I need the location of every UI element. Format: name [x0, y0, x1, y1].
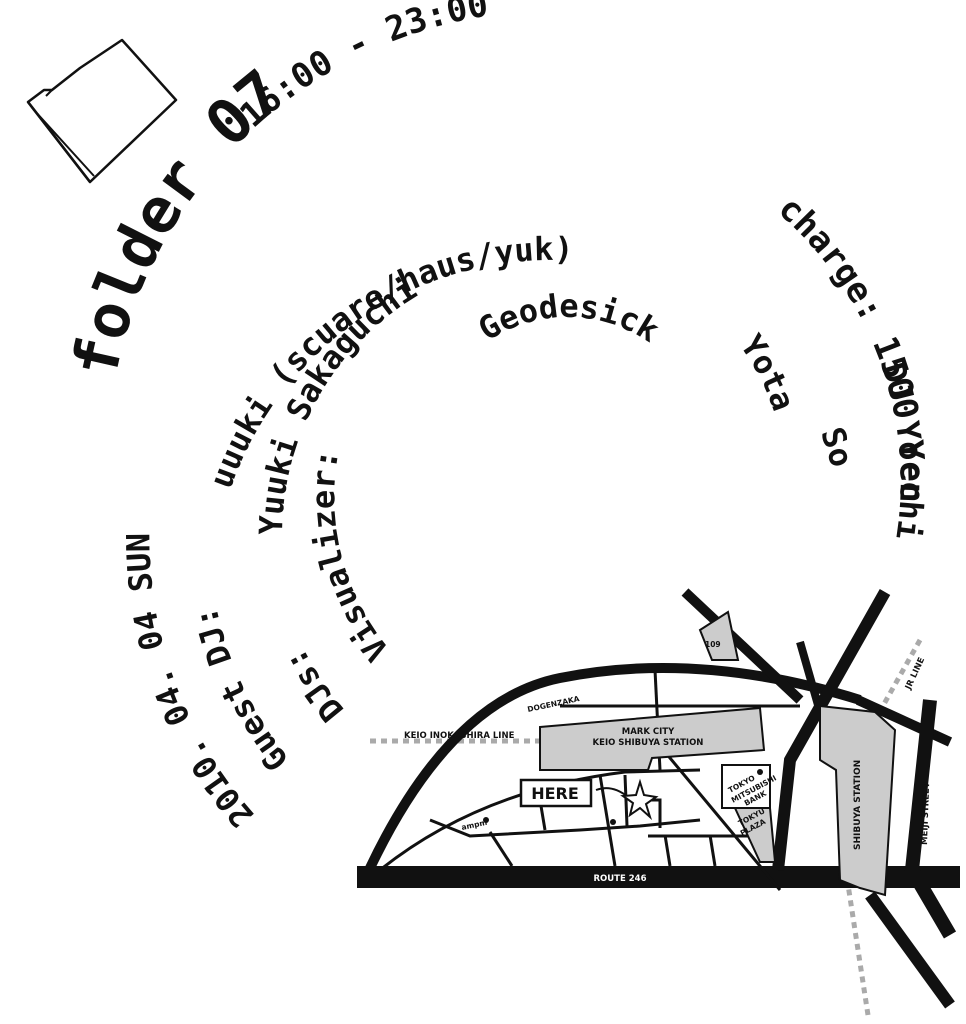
ampm-label: ampm [461, 818, 489, 832]
meiji-street-label: MEIJI STREET [920, 782, 932, 845]
djs-name-2: DJ Yocchi [874, 358, 931, 542]
building-109 [698, 610, 740, 661]
event-time: 16:00 - 23:00 [232, 0, 491, 136]
visualizer-name: Geodesick [472, 287, 666, 350]
tokyu-plaza-building [733, 807, 777, 863]
bank-dot [757, 769, 763, 775]
dj-so: So [813, 422, 861, 471]
here-label: HERE [531, 784, 579, 803]
folder-icon [26, 38, 178, 184]
route-246-label: ROUTE 246 [594, 874, 647, 884]
guest-dj-name: uuuki (scuare/haus/yuk) [202, 230, 574, 493]
shibuya-station-building [819, 704, 897, 897]
dj-yota: Yota [733, 328, 803, 416]
main-roads [357, 588, 960, 1009]
keio-line-label: KEIO INOKASHIRA LINE [404, 731, 515, 741]
djs-label: DJs: [276, 642, 351, 729]
jr-line-north [872, 638, 923, 722]
access-map: HERE DOGENZAKA 109 JR LINE KEIO INOKASHI… [357, 588, 960, 1016]
shibuya-station-label: SHIBUYA STATION [853, 760, 863, 850]
label-109: 109 [705, 640, 721, 649]
mark-city-label-1: MARK CITY [622, 727, 675, 737]
dogenzaka-label: DOGENZAKA [527, 694, 581, 714]
jr-line-south [842, 864, 871, 1016]
mark-city-label-2: KEIO SHIBUYA STATION [593, 738, 704, 748]
venue-dot [610, 819, 616, 825]
visualizer-label: Visualizer: [304, 447, 396, 669]
here-box [519, 778, 593, 808]
mark-city-building [539, 706, 766, 771]
ampm-dot [483, 817, 489, 823]
star-icon [620, 778, 659, 821]
